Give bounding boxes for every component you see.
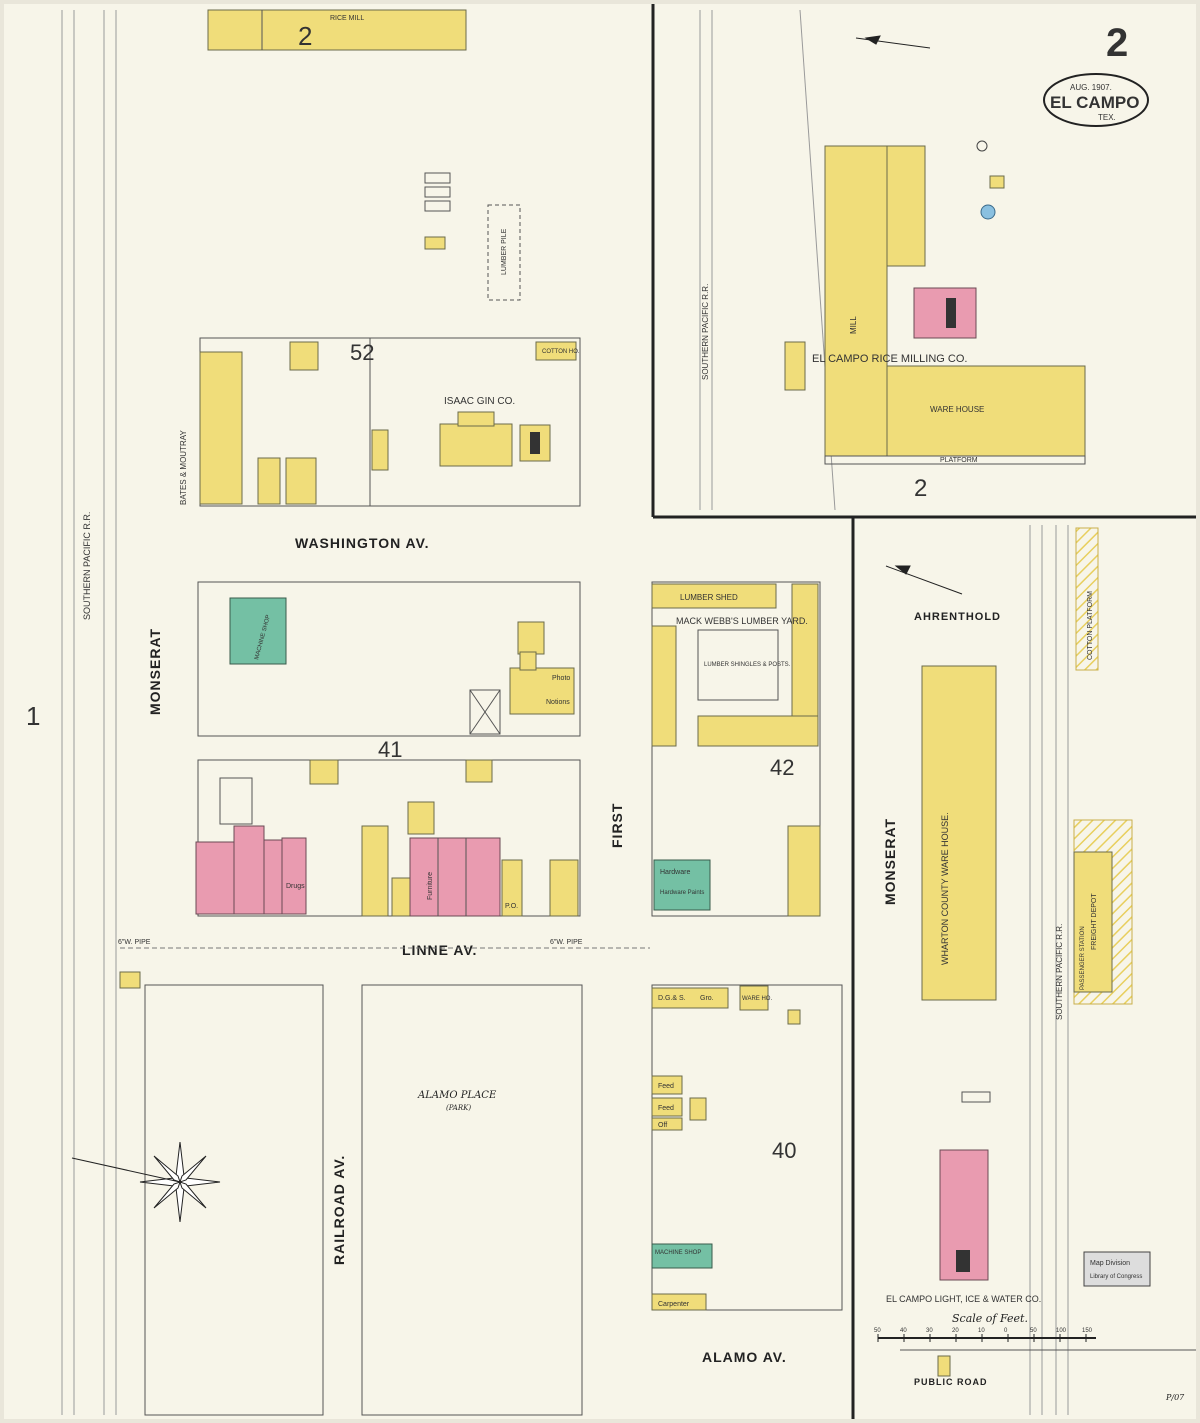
wharton-label: WHARTON COUNTY WARE HOUSE. <box>940 812 950 965</box>
alamo-park-label: (PARK) <box>446 1104 471 1112</box>
water-pipe-label-2: 6"W. PIPE <box>550 939 583 946</box>
block-linne-row: Drugs Furniture P.O. <box>195 759 581 917</box>
rice-mill-top-building <box>207 9 467 51</box>
railroad-main-label: SOUTHERN PACIFIC R.R. <box>82 512 92 620</box>
street-ahrenthold: AHRENTHOLD <box>914 611 1001 623</box>
feed-2-label: Feed <box>658 1105 674 1112</box>
mack-webb-label: MACK WEBB'S LUMBER YARD. <box>676 616 808 626</box>
sheet-ref-left: 1 <box>26 701 40 731</box>
lumber-pile-label: LUMBER PILE <box>501 228 508 275</box>
block-52-number: 52 <box>350 340 374 365</box>
compass-rose <box>71 1141 221 1223</box>
street-washington-av: WASHINGTON AV. <box>295 535 430 551</box>
carpenter-label: Carpenter <box>658 1301 690 1308</box>
stamp-map-division: Map Division <box>1090 1260 1130 1267</box>
block-41-number: 41 <box>378 737 402 762</box>
feed-1-label: Feed <box>658 1083 674 1090</box>
off-label: Off <box>658 1122 667 1129</box>
cotton-platform-label: COTTON PLATFORM <box>1087 591 1094 660</box>
street-linne-av: LINNE AV. <box>402 942 477 958</box>
title-cartouche: 2 AUG. 1907. EL CAMPO TEX. <box>1043 21 1149 127</box>
railroad-inset-top-label: SOUTHERN PACIFIC R.R. <box>701 284 710 380</box>
alamo-place-block <box>361 984 583 1416</box>
scale-tick-label: 10 <box>978 1328 985 1334</box>
street-first: FIRST <box>609 803 625 848</box>
street-public-road: PUBLIC ROAD <box>914 1377 988 1387</box>
drugs-label: Drugs <box>286 883 305 890</box>
block-41: Photo Notions MACHINE SHOP 41 <box>197 581 581 762</box>
scale-tick-label: 150 <box>1082 1328 1093 1334</box>
block-52: 52 ISAAC GIN CO. BATES & MOUTRAY COTTON … <box>179 337 581 507</box>
block-40: D.G.& S. Gro. WARE HO. Feed Feed Off MAC… <box>651 984 843 1311</box>
paper <box>4 4 1196 1419</box>
scale-tick-label: 20 <box>952 1328 959 1334</box>
lower-right-inset: AHRENTHOLD MONSERAT SOUTHERN PACIFIC R.R… <box>874 525 1196 1415</box>
isaac-gin-label: ISAAC GIN CO. <box>444 396 515 407</box>
dgs-label: D.G.& S. <box>658 995 686 1002</box>
light-co-label: EL CAMPO LIGHT, ICE & WATER CO. <box>886 1294 1041 1304</box>
scale-tick-label: 50 <box>1030 1328 1037 1334</box>
lumber-shingles-label: LUMBER SHINGLES & POSTS. <box>704 662 791 668</box>
scale-tick-label: 30 <box>926 1328 933 1334</box>
block-lower-left <box>144 984 324 1416</box>
block-42: LUMBER SHED MACK WEBB'S LUMBER YARD. LUM… <box>651 581 821 917</box>
furniture-label: Furniture <box>427 872 434 900</box>
railroad-main: SOUTHERN PACIFIC R.R. <box>61 10 117 1415</box>
lumber-shed-label: LUMBER SHED <box>680 593 738 602</box>
street-railroad-av: RAILROAD AV. <box>331 1155 347 1265</box>
el-campo-rice-label: EL CAMPO RICE MILLING CO. <box>812 353 967 365</box>
scale-tick-label: 0 <box>1004 1328 1008 1334</box>
hardware-label: Hardware <box>660 869 690 876</box>
freight-depot-label: FREIGHT DEPOT <box>1091 893 1098 950</box>
gro-label: Gro. <box>700 995 714 1002</box>
photo-label: Photo <box>552 675 570 682</box>
block-42-number: 42 <box>770 755 794 780</box>
rice-mill-top-label: RICE MILL <box>330 15 364 22</box>
street-monserat-inset: MONSERAT <box>882 818 898 905</box>
scale-tick-label: 50 <box>874 1328 881 1334</box>
block-40-number: 40 <box>772 1138 796 1163</box>
block-ref-top: 2 <box>298 21 312 51</box>
cotton-ho-label: COTTON HO. <box>542 349 580 355</box>
sheet-number: 2 <box>1106 21 1128 65</box>
alamo-place-label: ALAMO PLACE <box>417 1090 497 1101</box>
sheet-date: AUG. 1907. <box>1070 83 1112 92</box>
hardware-paints-label: Hardware Paints <box>660 890 704 896</box>
platform-label: PLATFORM <box>940 457 978 464</box>
sheet-city: EL CAMPO <box>1050 93 1139 112</box>
scale-tick-label: 100 <box>1056 1328 1067 1334</box>
street-alamo-av: ALAMO AV. <box>702 1349 787 1365</box>
scale-tick-label: 40 <box>900 1328 907 1334</box>
rice-milling-inset: SOUTHERN PACIFIC R.R. EL CAMPO RICE MILL… <box>699 9 1086 511</box>
passenger-station-label: PASSENGER STATION <box>1080 926 1086 990</box>
scale-label: Scale of Feet. <box>952 1312 1028 1325</box>
block-ref-inset: 2 <box>914 475 927 502</box>
sheet-state: TEX. <box>1098 113 1116 122</box>
railroad-inset-right-label: SOUTHERN PACIFIC R.R. <box>1055 924 1064 1020</box>
water-pipe-label-1: 6"W. PIPE <box>118 939 151 946</box>
ware-ho-label: WARE HO. <box>742 996 772 1002</box>
corner-mark: P/07 <box>1165 1393 1185 1402</box>
mill-label: MILL <box>849 316 858 334</box>
po-label: P.O. <box>505 903 518 910</box>
machine-shop-bottom-label: MACHINE SHOP <box>655 1250 701 1256</box>
ware-house-label: WARE HOUSE <box>930 405 984 414</box>
stamp-library: Library of Congress <box>1090 1274 1142 1280</box>
bates-label: BATES & MOUTRAY <box>179 430 188 505</box>
notions-top-label: Notions <box>546 699 570 706</box>
street-monserat-main: MONSERAT <box>147 628 163 715</box>
